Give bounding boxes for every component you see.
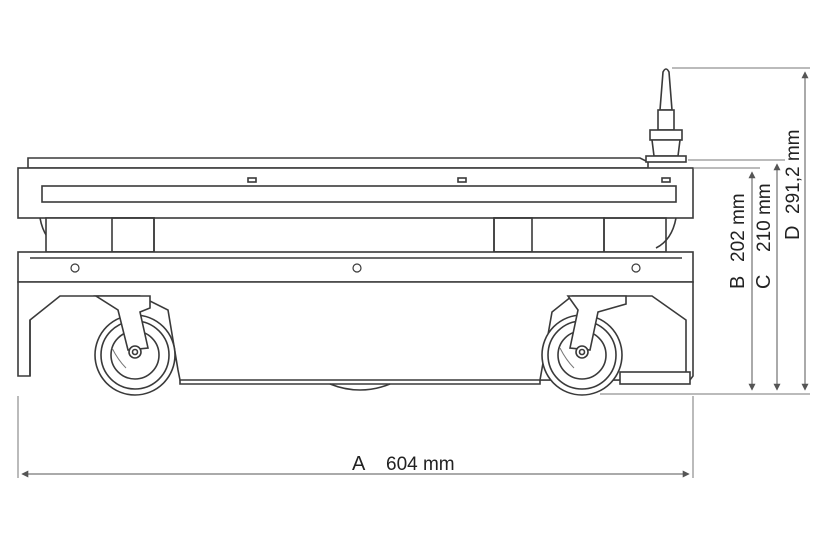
dimension-c-value: 210 mm bbox=[754, 183, 775, 252]
dimension-a: A 604 mm bbox=[21, 453, 690, 478]
dimension-d-letter: D bbox=[782, 226, 804, 240]
dimension-a-value: 604 mm bbox=[386, 454, 455, 475]
antenna-icon bbox=[645, 68, 687, 163]
dimension-c-letter: C bbox=[753, 275, 775, 289]
dimension-b: B 202 mm bbox=[727, 171, 756, 391]
dimension-c: C 210 mm bbox=[753, 163, 781, 391]
top-deck bbox=[17, 157, 694, 219]
dimension-d-value: 291,2 mm bbox=[783, 130, 804, 214]
dimension-d: D 291,2 mm bbox=[782, 71, 809, 391]
lift-blocks bbox=[39, 217, 677, 253]
dimension-b-letter: B bbox=[727, 276, 749, 289]
extension-lines bbox=[17, 67, 810, 478]
dimension-a-letter: A bbox=[352, 453, 366, 475]
dimension-b-value: 202 mm bbox=[728, 193, 749, 262]
right-wheel-icon bbox=[541, 295, 627, 396]
left-wheel-icon bbox=[93, 295, 176, 396]
